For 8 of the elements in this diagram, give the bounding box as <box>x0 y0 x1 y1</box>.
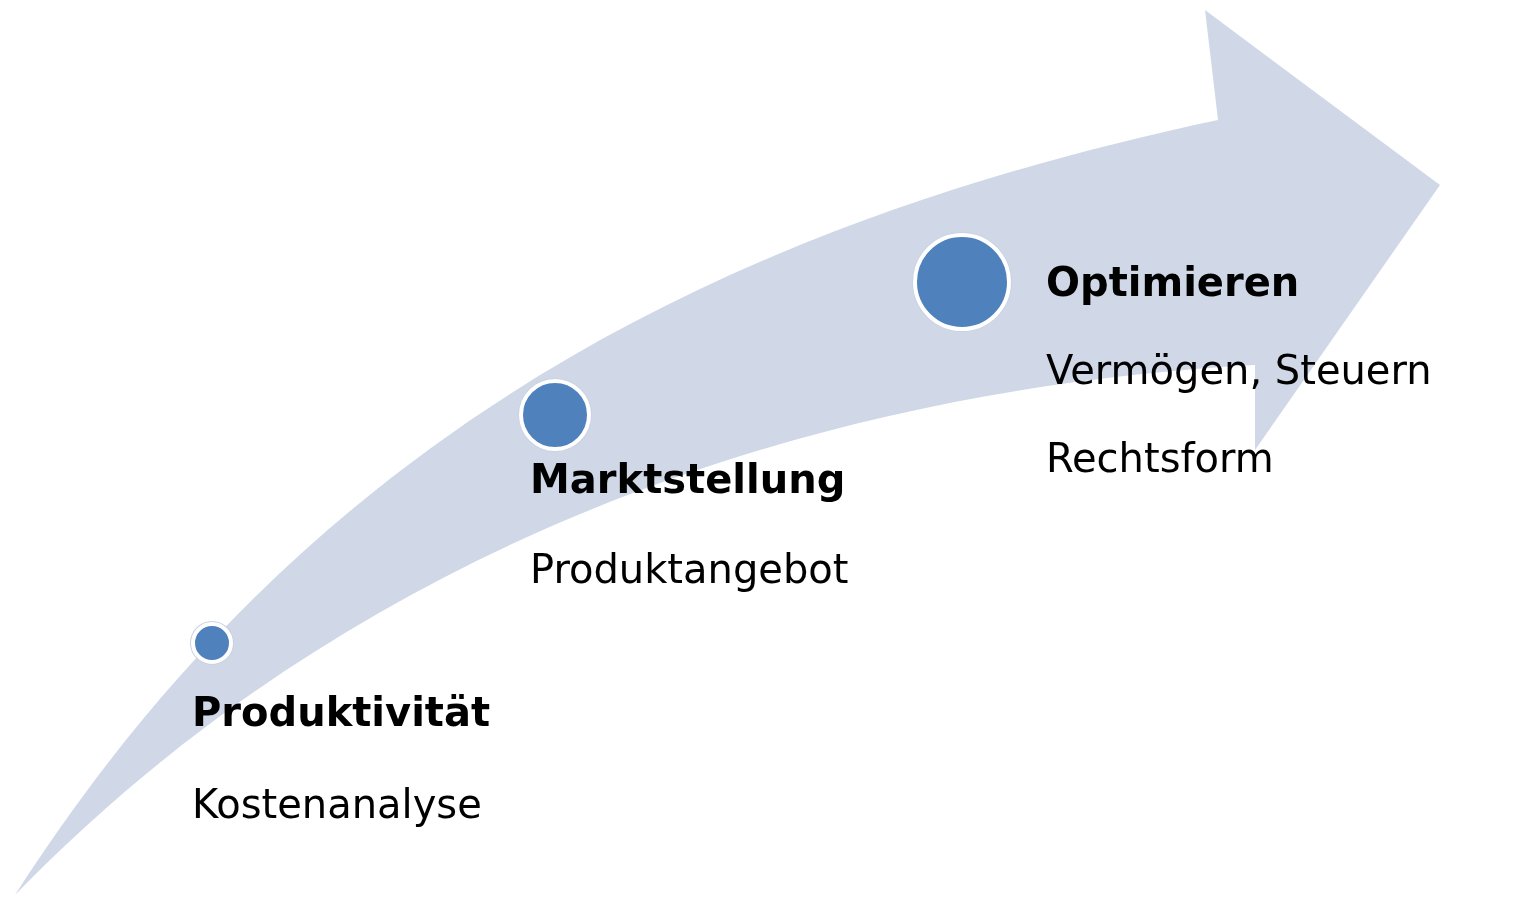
step-description: Vermögen, Steuern <box>1046 346 1432 394</box>
step-heading: Marktstellung <box>530 455 846 503</box>
step-description: Kostenanalyse <box>192 780 482 828</box>
step-heading: Optimieren <box>1046 258 1300 306</box>
step-heading: Produktivität <box>192 688 491 736</box>
milestone-dot <box>191 622 233 664</box>
step-description: Produktangebot <box>530 545 849 593</box>
step-description: Rechtsform <box>1046 434 1274 482</box>
